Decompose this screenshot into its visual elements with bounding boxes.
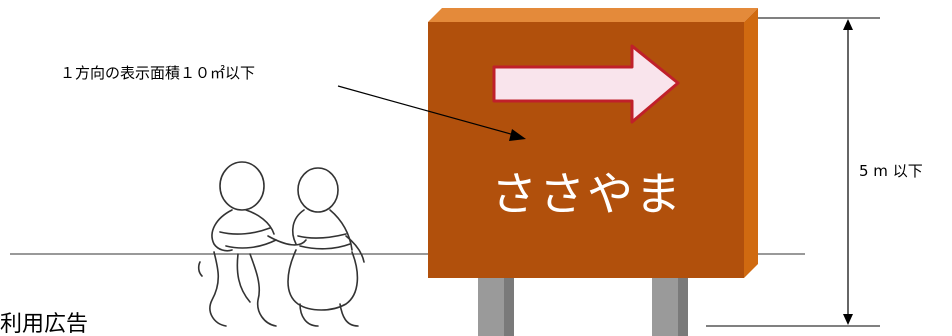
sign-post-left-shade xyxy=(504,270,514,336)
area-pointer xyxy=(337,85,526,141)
bottom-caption: 利用広告 xyxy=(0,312,89,336)
right-arrow-icon xyxy=(492,44,680,124)
height-dimension xyxy=(706,17,880,327)
height-limit-label: 5 m 以下 xyxy=(859,162,923,180)
sign-front-face xyxy=(428,22,744,278)
sign-top-face xyxy=(428,8,758,22)
area-limit-label: １方向の表示面積１０㎡以下 xyxy=(60,64,256,82)
sign-posts xyxy=(478,270,688,336)
sign-board xyxy=(428,8,758,278)
two-people-walking-icon xyxy=(197,161,365,327)
sign-side-face xyxy=(744,8,758,278)
sign-post-right-shade xyxy=(678,270,688,336)
sign-text: ささやま xyxy=(491,167,683,221)
